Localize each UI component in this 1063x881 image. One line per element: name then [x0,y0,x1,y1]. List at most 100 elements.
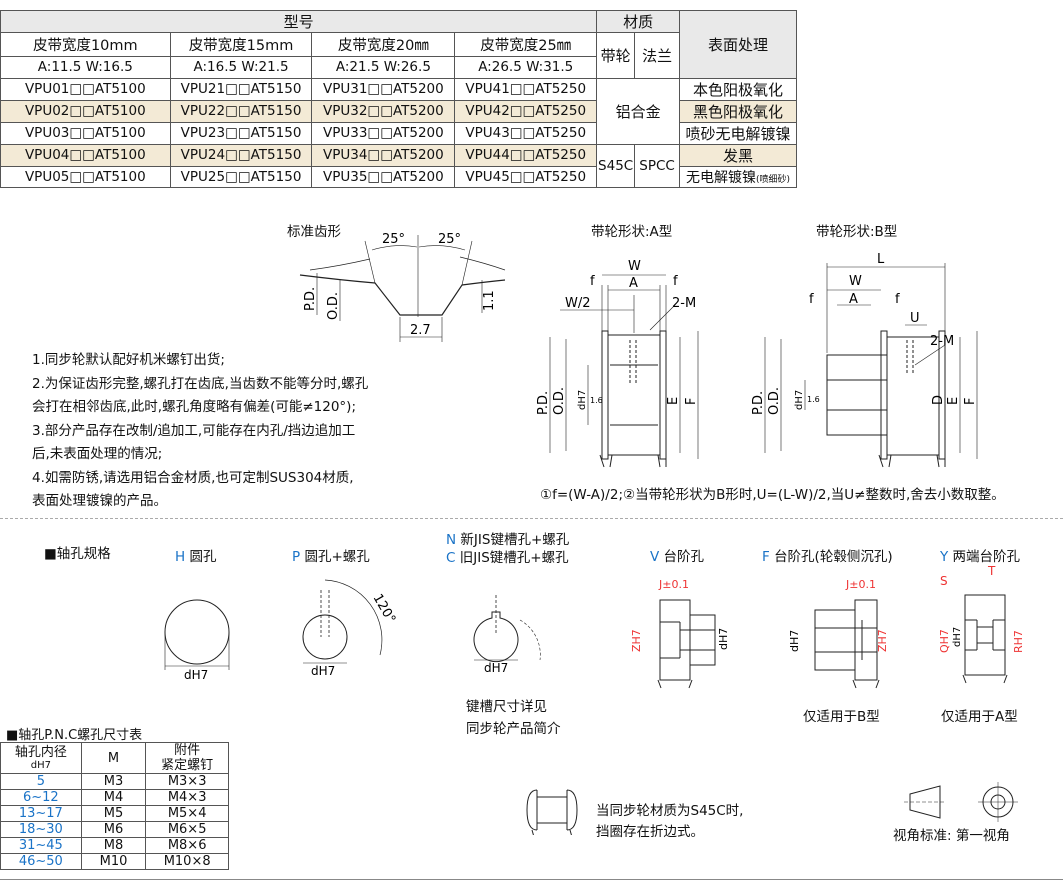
surface-cell: 发黑 [679,143,797,167]
header-model: 型号 [0,10,598,33]
bore-f-name: 台阶孔(轮毂侧沉孔) [774,549,893,565]
pnc-bore: 18~30 [0,821,82,838]
b-od: O.D. [767,387,782,415]
b-d: dH7 [794,390,805,410]
pnc-bore: 5 [0,773,82,790]
model-cell: VPU31□□AT5200 [311,77,456,101]
divider-bottom [0,879,1063,880]
first-angle-projection-icon [904,782,1018,822]
pnc-header-m: M [80,742,147,774]
pnc-m: M8 [80,837,147,854]
tooth-profile-drawing: 25° 25° 2.7 P.D. O.D. 1.1 [299,232,506,342]
model-cell: VPU42□□AT5250 [454,99,598,123]
bore-n-d: dH7 [484,661,508,675]
formula-note: ①f=(W-A)/2;②当带轮形状为B形时,U=(L-W)/2,当U≠整数时,舍… [540,487,1005,503]
width-25: 皮带宽度25㎜ [454,32,598,57]
model-cell: VPU41□□AT5250 [454,77,598,101]
pnc-header-dh7: dH7 [30,760,51,771]
bore-c-code: C [446,550,456,566]
bore-v-drawing: J±0.1 ZH7 dH7 [630,578,730,689]
bore-p-d: dH7 [311,664,335,678]
tooth-angle-right: 25° [438,232,461,247]
bore-f-j: J±0.1 [845,578,876,591]
a-f-right: f [673,274,678,289]
flange-icon [526,789,578,835]
material-spcc: SPCC [634,143,681,188]
bore-f-d: dH7 [788,630,801,652]
tooth-width: 2.7 [410,323,431,338]
s45c-note-1: 当同步轮材质为S45C时, [596,803,744,819]
bore-p-label: P 圆孔+螺孔 [292,545,370,565]
bore-y-s: S [940,574,948,588]
bore-h-code: H [175,549,186,565]
bore-y-label: Y 两端台阶孔 [940,545,1020,565]
bore-v-code: V [650,549,660,565]
a-d: dH7 [577,390,588,410]
bore-y-drawing: S T QH7 dH7 RH7 [938,565,1025,684]
model-cell: VPU32□□AT5200 [311,99,456,123]
bore-y-name: 两端台阶孔 [952,549,1021,565]
model-cell: VPU03□□AT5100 [0,121,171,145]
spec-table: 型号 材质 表面处理 皮带宽度10mm 皮带宽度15mm 皮带宽度20㎜ 皮带宽… [0,10,797,188]
bore-n-code: N [446,532,457,548]
tooth-pd: P.D. [303,287,318,311]
shape-b-title: 带轮形状:B型 [816,224,898,240]
model-cell: VPU23□□AT5150 [169,121,313,145]
note-line: 3.部分产品存在改制/追加工,可能存在内孔/挡边追加工 [32,422,356,439]
bore-v-label: V 台阶孔 [650,545,704,565]
bore-v-j: J±0.1 [658,578,689,591]
pnc-header-screw-2: 紧定螺钉 [161,758,214,773]
bore-v-name: 台阶孔 [663,549,705,565]
bore-h-d: dH7 [184,668,208,682]
bore-n-label: N 新JIS键槽孔+螺孔 [446,528,569,548]
b-pd: P.D. [751,391,766,415]
width-10: 皮带宽度10mm [0,32,171,57]
pnc-m: M5 [80,805,147,822]
bore-p-name: 圆孔+螺孔 [304,549,370,565]
bore-y-q: QH7 [938,629,951,653]
model-cell: VPU01□□AT5100 [0,77,171,101]
pnc-m: M4 [80,789,147,806]
model-cell: VPU35□□AT5200 [311,165,456,188]
shape-a-drawing: W A f f W/2 2-M P.D. O.D. dH7 1.6 E F [536,259,699,468]
note-line: 1.同步轮默认配好机米螺钉出货; [32,352,225,368]
width-20: 皮带宽度20㎜ [311,32,456,57]
tooth-title: 标准齿形 [287,224,341,240]
bore-p-drawing: 120° dH7 [302,579,398,678]
model-cell: VPU43□□AT5250 [454,121,598,145]
model-cell: VPU22□□AT5150 [169,99,313,123]
model-cell: VPU05□□AT5100 [0,165,171,188]
a-f-dim: F [684,398,699,405]
b-w: W [849,274,862,289]
bore-c-name: 旧JIS键槽孔+螺孔 [459,550,569,566]
a-pd: P.D. [536,391,551,415]
view-standard: 视角标准: 第一视角 [893,828,1010,844]
pnc-header-screw-1: 附件 [174,743,201,758]
material-flange: 法兰 [634,32,681,79]
note-line: 2.为保证齿形完整,螺孔打在齿底,当齿数不能等分时,螺孔 [32,375,369,392]
b-u: U [910,311,920,326]
pnc-m: M3 [80,773,147,790]
bore-v-d: dH7 [717,628,730,650]
material-s45c: S45C [596,143,636,188]
surface-cell: 黑色阳极氧化 [679,99,797,123]
surface-text: 无电解镀镍 [686,169,756,186]
header-material: 材质 [596,10,681,33]
pnc-screw: M5×4 [145,805,229,822]
dims-20: A:21.5 W:26.5 [311,56,456,79]
model-cell: VPU33□□AT5200 [311,121,456,145]
tooth-height: 1.1 [482,290,497,311]
pnc-title: ■轴孔P.N.C螺孔尺寸表 [6,728,143,743]
bore-v-z: ZH7 [630,629,643,652]
bore-y-d: dH7 [952,627,963,647]
bore-f-label: F 台阶孔(轮毂侧沉孔) [762,545,893,565]
shape-a-title: 带轮形状:A型 [591,224,673,240]
header-surface: 表面处理 [679,10,797,79]
surface-cell: 本色阳极氧化 [679,77,797,101]
b-e: E [946,397,961,405]
pnc-screw: M8×6 [145,837,229,854]
b-f-right: f [895,292,900,307]
surface-cell-last: 无电解镀镍(喷细砂) [679,165,797,188]
b-a: A [849,292,858,307]
